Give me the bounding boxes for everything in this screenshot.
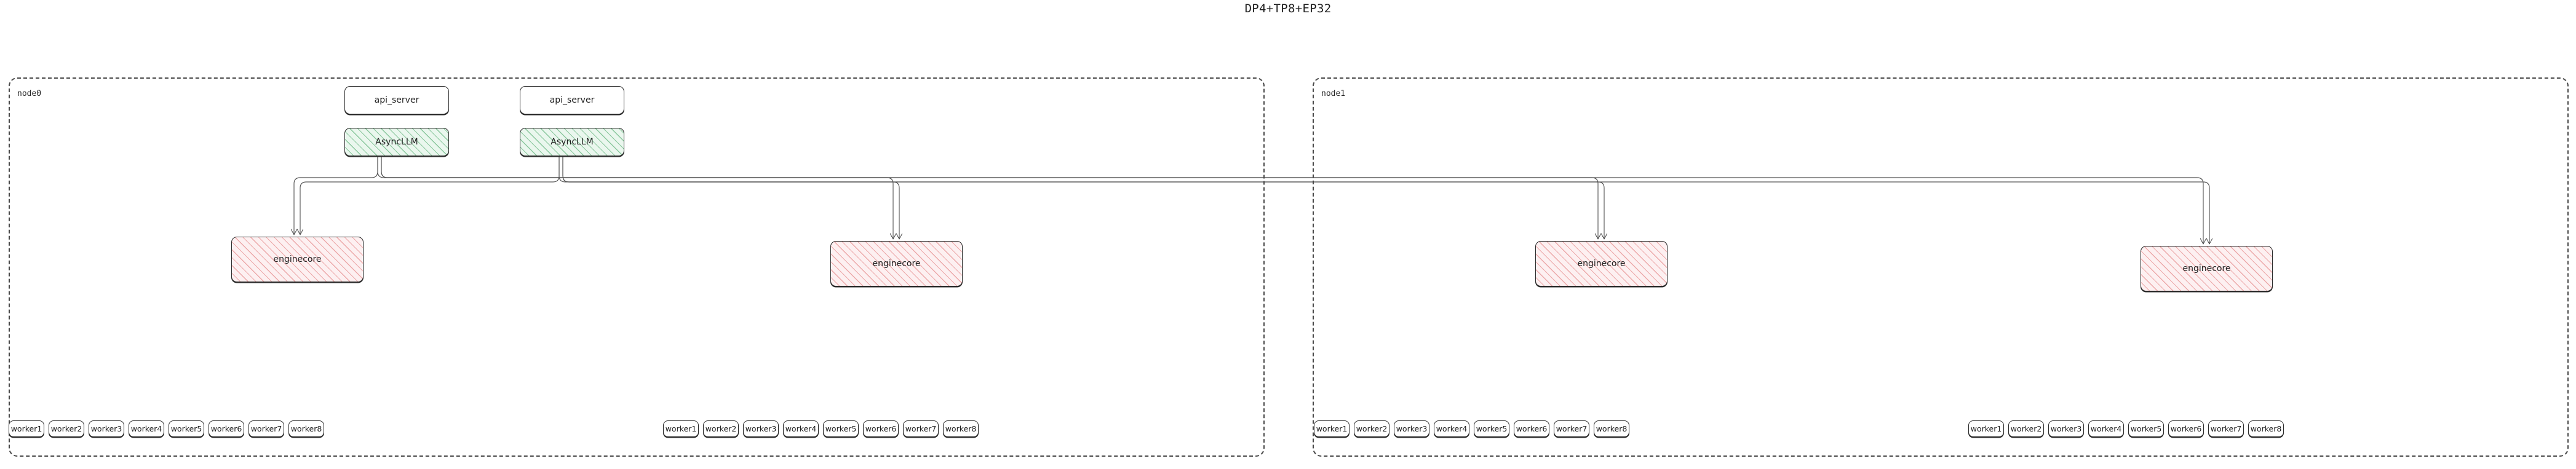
worker-box[interactable]: worker7: [2208, 420, 2244, 437]
worker-label: worker8: [1596, 424, 1628, 433]
enginecore-box[interactable]: enginecore: [231, 237, 364, 282]
worker-label: worker1: [665, 424, 697, 433]
worker-label: worker2: [1356, 424, 1388, 433]
enginecore-box-label: enginecore: [2182, 264, 2231, 274]
worker-box[interactable]: worker3: [743, 420, 779, 437]
worker-label: worker6: [210, 424, 242, 433]
asyncllm-box-label: AsyncLLM: [551, 137, 594, 147]
cluster-node1: [1313, 77, 2569, 457]
worker-box[interactable]: worker6: [209, 420, 244, 437]
worker-box[interactable]: worker6: [1514, 420, 1549, 437]
worker-label: worker7: [1556, 424, 1588, 433]
page-title: DP4+TP8+EP32: [1244, 2, 1332, 15]
worker-box[interactable]: worker1: [1968, 420, 2004, 437]
worker-box[interactable]: worker4: [2088, 420, 2124, 437]
worker-box[interactable]: worker1: [9, 420, 44, 437]
api-server-box[interactable]: api_server: [520, 86, 624, 114]
worker-label: worker7: [905, 424, 937, 433]
worker-label: worker6: [1516, 424, 1548, 433]
worker-box[interactable]: worker4: [1434, 420, 1469, 437]
api-server-box-label: api_server: [549, 95, 595, 105]
worker-box[interactable]: worker3: [2048, 420, 2084, 437]
worker-box[interactable]: worker6: [863, 420, 899, 437]
connector-edge: [300, 156, 560, 234]
worker-label: worker5: [2130, 424, 2162, 433]
worker-label: worker2: [50, 424, 82, 433]
worker-box[interactable]: worker1: [663, 420, 699, 437]
worker-box[interactable]: worker8: [943, 420, 979, 437]
worker-box[interactable]: worker3: [1394, 420, 1429, 437]
worker-box[interactable]: worker8: [1594, 420, 1629, 437]
cluster-label-node0: node0: [17, 89, 42, 98]
worker-box[interactable]: worker1: [1314, 420, 1350, 437]
worker-label: worker5: [170, 424, 202, 433]
cluster-node0: [9, 77, 1265, 457]
worker-label: worker5: [1476, 424, 1508, 433]
worker-label: worker2: [2010, 424, 2042, 433]
api-server-box[interactable]: api_server: [344, 86, 449, 114]
worker-box[interactable]: worker2: [2008, 420, 2044, 437]
worker-box[interactable]: worker5: [169, 420, 204, 437]
worker-label: worker3: [2050, 424, 2082, 433]
worker-label: worker4: [785, 424, 817, 433]
worker-box[interactable]: worker7: [248, 420, 284, 437]
worker-box[interactable]: worker5: [2128, 420, 2164, 437]
worker-box[interactable]: worker8: [288, 420, 324, 437]
worker-box[interactable]: worker8: [2248, 420, 2284, 437]
worker-box[interactable]: worker2: [49, 420, 84, 437]
connector-edge: [294, 156, 378, 234]
enginecore-box-label: enginecore: [1577, 259, 1626, 269]
worker-label: worker8: [2250, 424, 2282, 433]
worker-box[interactable]: worker7: [903, 420, 939, 437]
worker-label: worker3: [90, 424, 122, 433]
worker-label: worker6: [2170, 424, 2202, 433]
worker-label: worker1: [10, 424, 42, 433]
worker-label: worker6: [865, 424, 897, 433]
asyncllm-box-label: AsyncLLM: [375, 137, 418, 147]
worker-label: worker1: [1970, 424, 2002, 433]
worker-label: worker7: [250, 424, 282, 433]
asyncllm-box[interactable]: AsyncLLM: [344, 128, 449, 156]
enginecore-box[interactable]: enginecore: [2141, 246, 2273, 291]
worker-box[interactable]: worker5: [1474, 420, 1509, 437]
worker-box[interactable]: worker3: [89, 420, 124, 437]
asyncllm-box[interactable]: AsyncLLM: [520, 128, 624, 156]
worker-box[interactable]: worker2: [703, 420, 739, 437]
worker-box[interactable]: worker7: [1554, 420, 1589, 437]
enginecore-box[interactable]: enginecore: [830, 241, 963, 286]
worker-label: worker8: [290, 424, 322, 433]
worker-label: worker4: [1436, 424, 1468, 433]
worker-box[interactable]: worker4: [129, 420, 164, 437]
worker-label: worker3: [1396, 424, 1428, 433]
enginecore-box[interactable]: enginecore: [1535, 241, 1668, 286]
worker-label: worker3: [745, 424, 777, 433]
worker-box[interactable]: worker6: [2168, 420, 2204, 437]
worker-label: worker2: [705, 424, 737, 433]
cluster-label-node1: node1: [1321, 89, 1346, 98]
enginecore-box-label: enginecore: [273, 254, 322, 264]
worker-box[interactable]: worker4: [783, 420, 819, 437]
worker-label: worker5: [825, 424, 857, 433]
worker-label: worker8: [945, 424, 977, 433]
worker-label: worker4: [2090, 424, 2122, 433]
worker-label: worker1: [1316, 424, 1348, 433]
enginecore-box-label: enginecore: [872, 259, 921, 269]
worker-label: worker7: [2210, 424, 2242, 433]
connector-edge: [381, 156, 2203, 243]
api-server-box-label: api_server: [374, 95, 419, 105]
connector-edge: [562, 156, 2209, 243]
worker-box[interactable]: worker2: [1354, 420, 1389, 437]
worker-label: worker4: [130, 424, 162, 433]
worker-box[interactable]: worker5: [823, 420, 859, 437]
